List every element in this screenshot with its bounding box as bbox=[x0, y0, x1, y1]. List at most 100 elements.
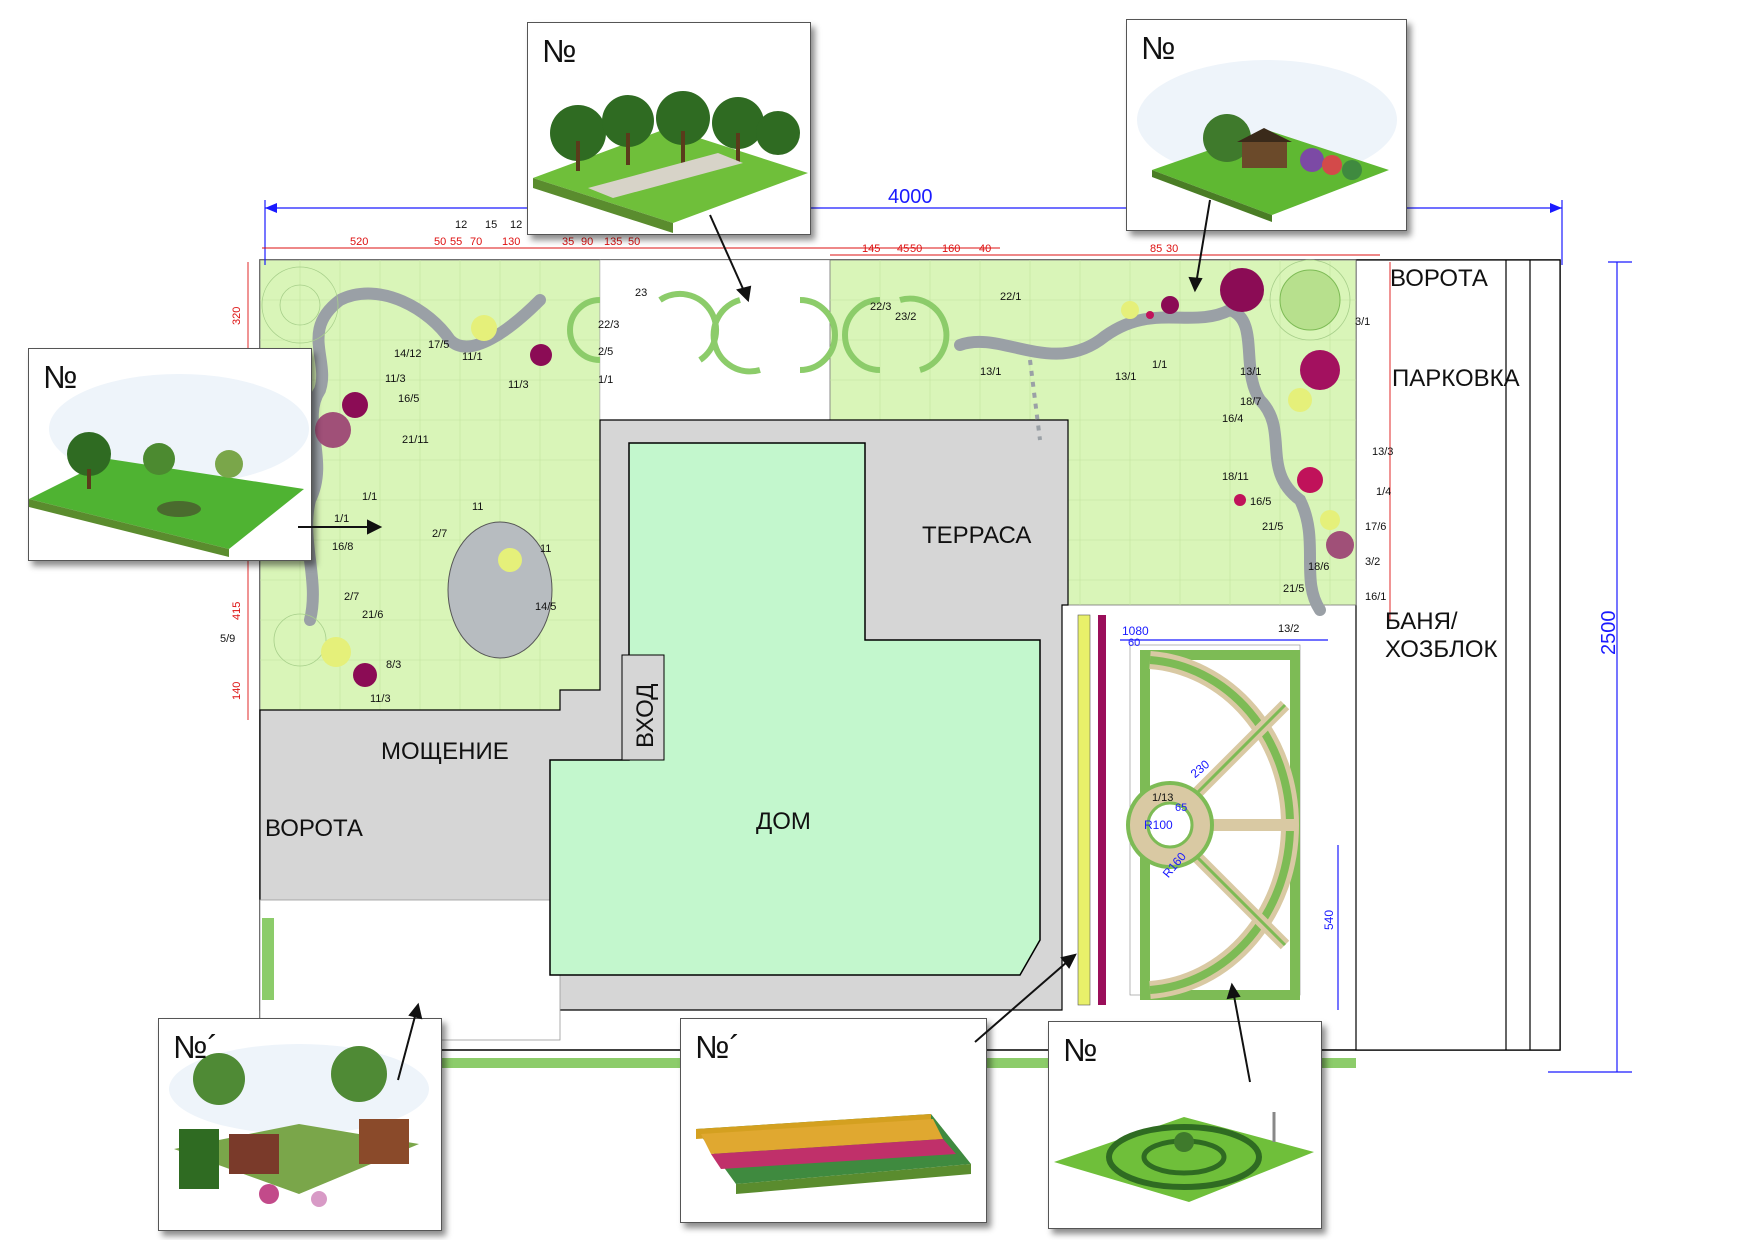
stone-bed bbox=[447, 521, 553, 659]
svg-text:145: 145 bbox=[862, 243, 880, 255]
terrace-label: ТЕРРАСА bbox=[922, 522, 1032, 549]
svg-text:8/3: 8/3 bbox=[386, 659, 401, 671]
hedge-arcs bbox=[567, 290, 950, 375]
svg-text:35: 35 bbox=[562, 236, 574, 248]
svg-text:85: 85 bbox=[1150, 243, 1162, 255]
svg-text:16/8: 16/8 bbox=[332, 541, 353, 553]
svg-text:18/6: 18/6 bbox=[1308, 561, 1329, 573]
svg-text:11/3: 11/3 bbox=[385, 373, 406, 385]
svg-text:22/3: 22/3 bbox=[598, 319, 619, 331]
card-number: № bbox=[1141, 30, 1176, 66]
svg-text:23/2: 23/2 bbox=[895, 311, 916, 323]
svg-text:50: 50 bbox=[910, 243, 922, 255]
sauna-label: БАНЯ/ ХОЗБЛОК bbox=[1385, 608, 1498, 663]
svg-text:22/3: 22/3 bbox=[870, 301, 891, 313]
svg-text:12: 12 bbox=[510, 219, 522, 231]
svg-text:50: 50 bbox=[628, 236, 640, 248]
svg-text:160: 160 bbox=[942, 243, 960, 255]
svg-text:5/9: 5/9 bbox=[220, 633, 235, 645]
svg-text:11: 11 bbox=[472, 501, 483, 513]
swing-render bbox=[169, 1044, 429, 1207]
svg-text:2/7: 2/7 bbox=[344, 591, 359, 603]
svg-text:130: 130 bbox=[502, 236, 520, 248]
parking-label: ПАРКОВКА bbox=[1392, 365, 1520, 392]
svg-text:17/5: 17/5 bbox=[428, 339, 449, 351]
svg-text:14/5: 14/5 bbox=[535, 601, 556, 613]
svg-text:21/11: 21/11 bbox=[402, 434, 429, 446]
svg-text:3/1: 3/1 bbox=[1355, 316, 1370, 328]
parterre-render bbox=[1054, 1112, 1314, 1202]
card-bottom-right[interactable]: № bbox=[1048, 1021, 1322, 1229]
svg-text:12: 12 bbox=[455, 219, 467, 231]
svg-text:21/5: 21/5 bbox=[1262, 521, 1283, 533]
svg-text:13/2: 13/2 bbox=[1278, 623, 1299, 635]
svg-text:11: 11 bbox=[540, 543, 551, 555]
svg-text:21/6: 21/6 bbox=[362, 609, 383, 621]
card-number: № bbox=[1063, 1032, 1098, 1068]
ray-code: 1/13 bbox=[1152, 792, 1174, 804]
svg-text:13/1: 13/1 bbox=[980, 366, 1001, 378]
sub-offset-dim: 60 bbox=[1128, 637, 1141, 649]
svg-text:415: 415 bbox=[231, 602, 243, 620]
card-left[interactable]: № bbox=[28, 348, 312, 561]
svg-text:320: 320 bbox=[231, 307, 243, 325]
svg-text:3/2: 3/2 bbox=[1365, 556, 1380, 568]
svg-text:16/5: 16/5 bbox=[1250, 496, 1271, 508]
svg-text:55: 55 bbox=[450, 236, 462, 248]
flower-strip-yellow bbox=[1077, 614, 1091, 1006]
svg-text:1/4: 1/4 bbox=[1376, 486, 1391, 498]
card-bottom-center[interactable]: №´ bbox=[680, 1018, 987, 1223]
radius-inner-dim: R100 bbox=[1144, 818, 1173, 832]
svg-text:22/1: 22/1 bbox=[1000, 291, 1021, 303]
svg-text:1/1: 1/1 bbox=[598, 374, 613, 386]
flower-strip-magenta bbox=[1098, 615, 1106, 1005]
entrance-label: ВХОД bbox=[632, 683, 659, 748]
house-label: ДОМ bbox=[756, 808, 811, 835]
card-number: №´ bbox=[695, 1029, 740, 1065]
park-render bbox=[533, 91, 808, 233]
paving-label: МОЩЕНИЕ bbox=[381, 738, 509, 765]
svg-text:90: 90 bbox=[581, 236, 593, 248]
svg-text:520: 520 bbox=[350, 236, 368, 248]
svg-text:14/12: 14/12 bbox=[394, 348, 422, 360]
svg-text:30: 30 bbox=[1166, 243, 1178, 255]
svg-text:1/1: 1/1 bbox=[1152, 359, 1167, 371]
svg-text:2/7: 2/7 bbox=[432, 528, 447, 540]
card-bottom-left[interactable]: №´ bbox=[158, 1018, 442, 1231]
plants bbox=[261, 259, 1354, 687]
lawn-render bbox=[29, 374, 309, 557]
svg-text:16/5: 16/5 bbox=[398, 393, 419, 405]
card-top-right[interactable]: № bbox=[1126, 19, 1407, 231]
total-height-dim: 2500 bbox=[1598, 610, 1620, 656]
svg-text:15: 15 bbox=[485, 219, 497, 231]
card-top-center[interactable]: № bbox=[527, 22, 811, 235]
gate-left-label: ВОРОТА bbox=[265, 815, 363, 842]
card-number: № bbox=[43, 359, 78, 395]
ray-offset-dim: 65 bbox=[1175, 802, 1188, 814]
entrance-area bbox=[621, 654, 665, 761]
flowerbed-render bbox=[696, 1114, 971, 1194]
svg-text:13/1: 13/1 bbox=[1240, 366, 1261, 378]
svg-text:70: 70 bbox=[470, 236, 482, 248]
svg-text:13/1: 13/1 bbox=[1115, 371, 1136, 383]
svg-text:17/6: 17/6 bbox=[1365, 521, 1386, 533]
svg-text:13/3: 13/3 bbox=[1372, 446, 1393, 458]
svg-text:11/3: 11/3 bbox=[508, 379, 529, 391]
svg-text:16/4: 16/4 bbox=[1222, 413, 1243, 425]
svg-text:11/3: 11/3 bbox=[370, 693, 391, 705]
card-number: №´ bbox=[173, 1029, 218, 1065]
gate-top-label: ВОРОТА bbox=[1390, 265, 1488, 292]
svg-text:1/1: 1/1 bbox=[362, 491, 377, 503]
svg-text:2/5: 2/5 bbox=[598, 346, 613, 358]
total-width-dim: 4000 bbox=[888, 186, 933, 208]
parterre bbox=[1126, 650, 1300, 1000]
svg-text:18/7: 18/7 bbox=[1240, 396, 1261, 408]
svg-text:135: 135 bbox=[604, 236, 622, 248]
svg-text:23: 23 bbox=[635, 287, 647, 299]
svg-text:40: 40 bbox=[979, 243, 991, 255]
svg-text:11/1: 11/1 bbox=[462, 351, 483, 363]
svg-text:140: 140 bbox=[231, 682, 243, 700]
sub-width-dim: 1080 bbox=[1122, 624, 1149, 638]
svg-text:18/11: 18/11 bbox=[1222, 471, 1249, 483]
